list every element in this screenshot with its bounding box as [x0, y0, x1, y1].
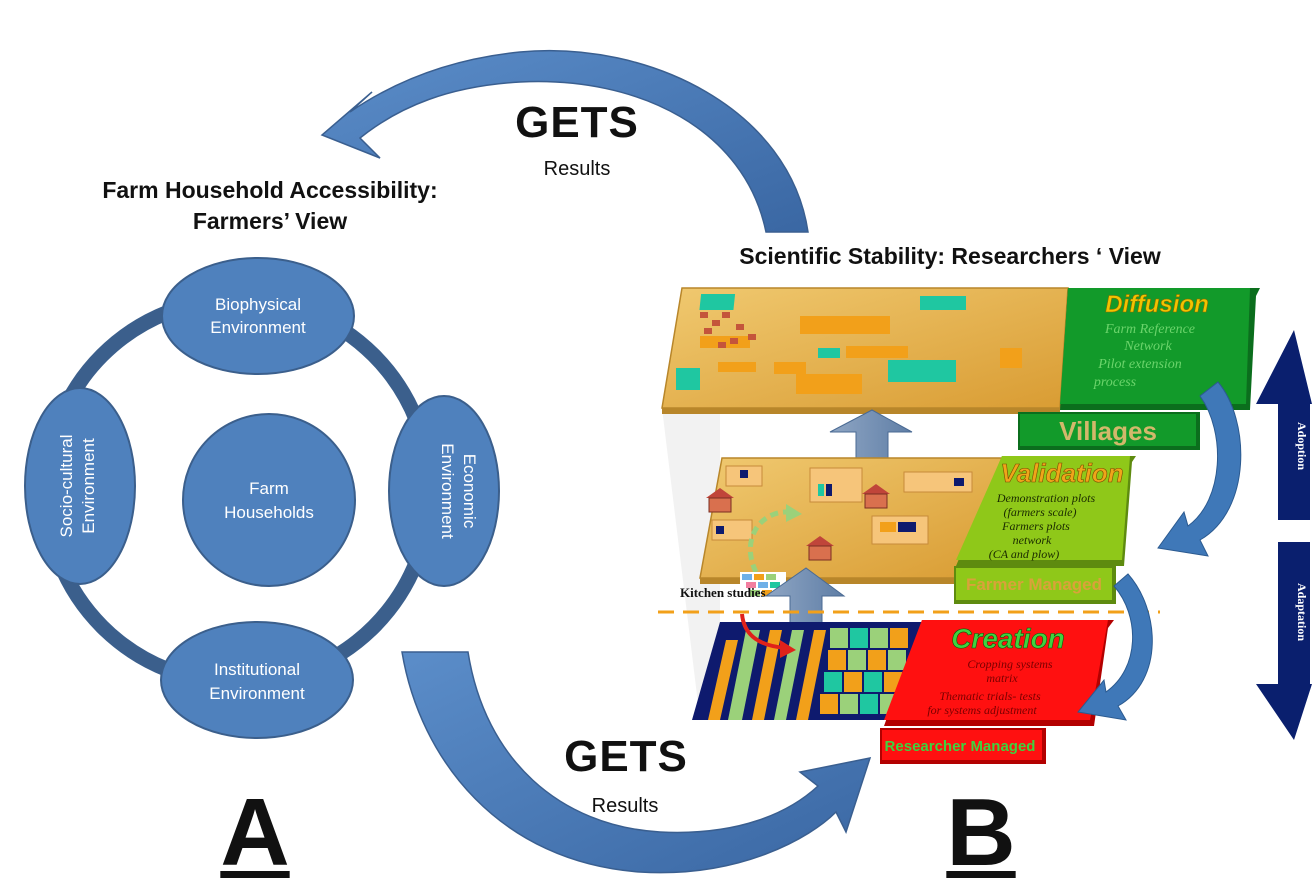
creation-field [692, 613, 922, 720]
village-houses-icon [700, 312, 756, 348]
validation-line3: Farmers plots [1001, 519, 1070, 533]
diffusion-line1: Farm Reference [1104, 322, 1195, 337]
house-icon [706, 488, 734, 513]
panel-letter-a: A [220, 779, 290, 886]
diffusion-line3: Pilot extension [1097, 357, 1182, 372]
adoption-adaptation-axis: Adoption Adaptation [1256, 330, 1312, 740]
connector-arrow-upper [1157, 381, 1242, 557]
validation-title: Validation [1000, 458, 1123, 488]
gets-bottom-label: GETS [564, 732, 688, 781]
node-economic: Economic Environment [388, 395, 500, 587]
validation-line5: (CA and plow) [989, 547, 1059, 561]
node-institutional: Institutional Environment [160, 621, 354, 739]
right-panel-title: Scientific Stability: Researchers ‘ View [739, 243, 1161, 269]
panel-letter-b: B [946, 779, 1016, 886]
diffusion-line4: process [1093, 375, 1137, 390]
researcher-managed-badge: Researcher Managed [880, 728, 1046, 764]
diffusion-panel: Diffusion Farm Reference Network Pilot e… [1060, 288, 1260, 410]
node-economic-line2: Environment [438, 443, 457, 539]
validation-panel: Validation Demonstration plots (farmers … [956, 456, 1136, 566]
creation-title: Creation [951, 623, 1065, 654]
node-institutional-line1: Institutional [214, 660, 300, 679]
kitchen-studies: Kitchen studies [680, 572, 786, 600]
validation-line1: Demonstration plots [996, 491, 1096, 505]
node-sociocultural-line1: Socio-cultural [57, 435, 76, 538]
stripe-plots [708, 630, 826, 720]
validation-line4: network [1013, 533, 1052, 547]
node-biophysical-line1: Biophysical [215, 295, 301, 314]
farmer-managed-label: Farmer Managed [966, 575, 1102, 594]
villages-badge: Villages [1018, 412, 1200, 450]
adoption-label: Adoption [1295, 422, 1309, 470]
node-biophysical-line2: Environment [210, 318, 306, 337]
validation-line2: (farmers scale) [1004, 505, 1077, 519]
creation-line4: for systems adjustment [927, 703, 1037, 717]
results-bottom-label: Results [591, 795, 659, 817]
creation-line3: Thematic trials- tests [939, 689, 1041, 703]
validation-field [699, 457, 1003, 584]
creation-line2: matrix [986, 671, 1018, 685]
node-center-line1: Farm [249, 479, 289, 498]
villages-label: Villages [1059, 416, 1157, 446]
node-farm-households: Farm Households [182, 413, 356, 587]
connector-arrow-lower [1077, 573, 1153, 721]
node-biophysical: Biophysical Environment [161, 257, 355, 375]
adaptation-label: Adaptation [1295, 583, 1309, 641]
grey-up-arrow-lower [764, 567, 846, 625]
node-sociocultural: Socio-cultural Environment [24, 387, 136, 585]
left-title-line1: Farm Household Accessibility: [102, 177, 438, 203]
diffusion-line2: Network [1123, 339, 1172, 354]
farmer-managed-badge: Farmer Managed [954, 566, 1116, 604]
left-title-line2: Farmers’ View [192, 208, 348, 234]
kitchen-studies-label: Kitchen studies [680, 585, 766, 600]
gets-top-label: GETS [515, 98, 639, 147]
node-economic-line1: Economic [460, 454, 479, 529]
top-cycle-arrow [320, 50, 809, 233]
node-institutional-line2: Environment [209, 684, 305, 703]
bottom-cycle-arrow [401, 651, 872, 874]
creation-line1: Cropping systems [967, 657, 1053, 671]
house-icon [862, 484, 890, 509]
creation-panel: Creation Cropping systems matrix Themati… [884, 620, 1114, 726]
node-center-line2: Households [224, 503, 314, 522]
results-top-label: Results [543, 158, 611, 180]
house-icon [806, 536, 834, 561]
diffusion-title: Diffusion [1105, 291, 1209, 318]
node-sociocultural-line2: Environment [79, 438, 98, 534]
grey-up-arrow-upper [829, 409, 913, 463]
diffusion-field [661, 287, 1069, 414]
researcher-managed-label: Researcher Managed [885, 738, 1036, 755]
